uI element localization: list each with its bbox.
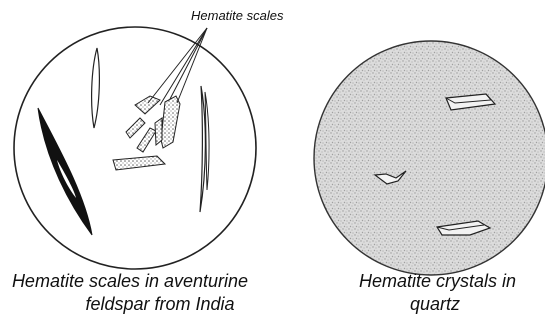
- hematite-scales-callout-label: Hematite scales: [191, 8, 283, 23]
- quartz-caption-line-1: Hematite crystals in: [330, 270, 545, 292]
- quartz-caption-line-2: quartz: [380, 293, 490, 315]
- hematite-scale-5: [155, 118, 162, 145]
- feldspar-caption-line-1: Hematite scales in aventurine: [0, 270, 280, 292]
- quartz-field-circle: [314, 41, 545, 275]
- feldspar-caption-line-2: feldspar from India: [60, 293, 260, 315]
- feldspar-panel: [14, 27, 256, 269]
- quartz-panel: [314, 41, 545, 275]
